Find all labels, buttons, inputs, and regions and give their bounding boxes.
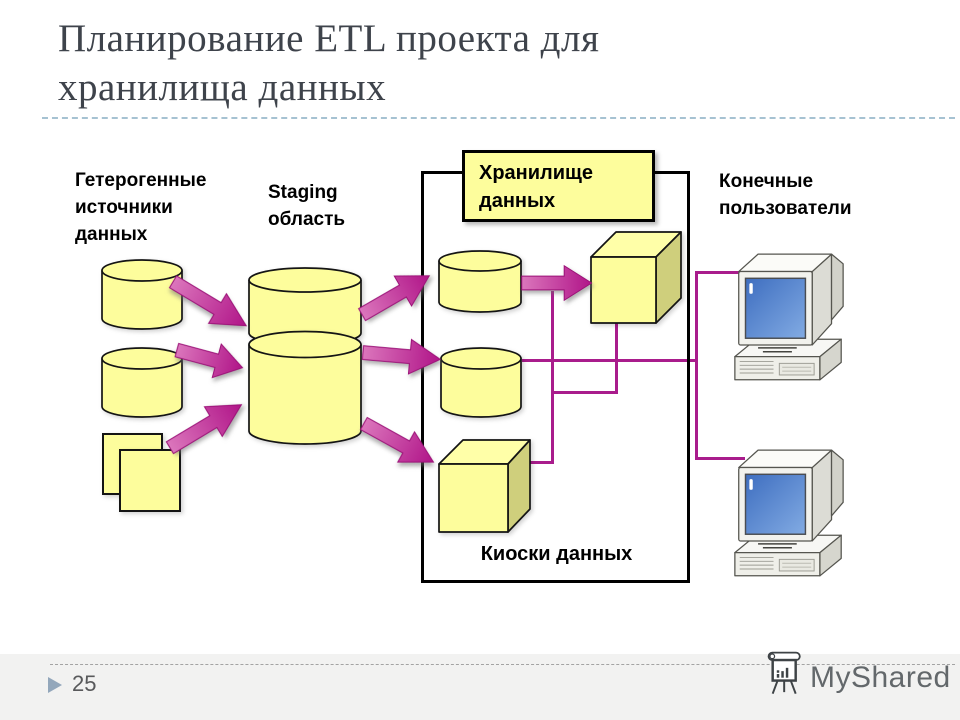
title-divider-line <box>42 117 955 119</box>
source-database-cylinder-icon <box>101 347 183 418</box>
connector-line-vertical-center <box>551 291 554 464</box>
connector-line-mid-horizontal <box>552 391 618 394</box>
label-staging-area: Staging область <box>268 182 346 230</box>
label-heterogeneous-sources: Гетерогенные источники данных <box>75 170 207 245</box>
myshared-logo-text: MyShared <box>810 661 951 694</box>
etl-flow-arrow-icon <box>521 265 592 301</box>
label-end-users: Конечные пользователи <box>719 171 852 219</box>
label-data-marts: Киоски данных <box>480 543 633 565</box>
slide-title-line2: хранилища данных <box>58 66 387 109</box>
connector-line-horizontal-main <box>522 359 698 362</box>
connector-bracket-vertical <box>695 271 698 460</box>
source-database-cylinder-icon <box>101 259 183 330</box>
slide-title-line1: Планирование ETL проекта для <box>58 17 600 60</box>
slide-footer-band <box>0 654 960 720</box>
connector-line-bigcube-drop <box>615 320 618 394</box>
desktop-computer-icon <box>734 253 844 381</box>
warehouse-database-cylinder-icon <box>440 347 522 418</box>
warehouse-database-cylinder-icon <box>438 250 522 313</box>
connector-bracket-top-stub <box>695 271 745 274</box>
footer-divider-line <box>50 664 955 665</box>
data-mart-cube-icon <box>438 439 531 533</box>
staging-database-cylinder-icon <box>248 330 362 445</box>
page-number: 25 <box>72 671 97 696</box>
connector-bracket-bottom-stub <box>695 457 745 460</box>
slide-title: Планирование ETL проекта для хранилища д… <box>58 14 818 112</box>
staging-database-cylinder-icon <box>248 267 362 346</box>
connector-line-cube-stub <box>527 461 554 464</box>
desktop-computer-icon <box>734 449 844 577</box>
etl-flow-arrow-icon <box>361 334 443 377</box>
data-warehouse-label-box: Хранилище данных <box>462 150 655 222</box>
source-file-square-icon <box>119 449 181 512</box>
myshared-logo-icon <box>767 651 801 695</box>
etl-flow-arrow-icon <box>163 266 256 341</box>
data-mart-cube-icon <box>590 231 682 324</box>
slide-bullet-arrow-icon <box>48 677 62 693</box>
